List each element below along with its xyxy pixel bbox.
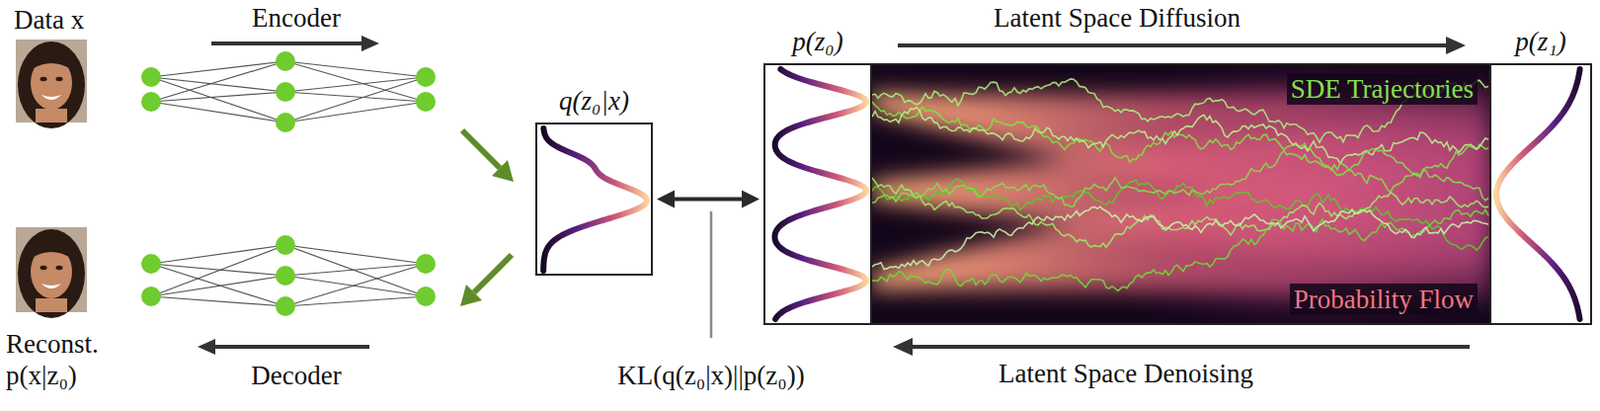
net-link [285,61,426,102]
neural-network [141,51,436,317]
neuron [275,112,296,133]
density-panel [872,63,1490,325]
density-curve [543,128,647,271]
panel-label: Probability Flow [1289,283,1478,316]
net-link [151,296,286,307]
latent-posterior-box: q(z₀|x) [535,122,653,276]
neuron [275,265,296,286]
denoising-arrow [892,337,1470,356]
sde-trajectory [872,149,1489,208]
net-link [285,296,426,307]
decoder-arrow [197,338,370,355]
image-label: Reconst. p(x|z₀) [5,327,117,393]
arrow-label: Latent Space Denoising [998,357,1254,390]
prior-box: p(z₀) [763,63,873,325]
net-link [285,244,426,264]
image-label: Data x [13,3,84,36]
encoder-arrow [211,35,380,52]
net-link [285,61,426,78]
net-link [151,244,286,297]
neuron [275,296,296,317]
diffusion-arrow [897,36,1466,55]
net-link [151,91,286,102]
neuron [275,51,296,72]
arrow-label: Decoder [250,359,341,392]
sde-trajectory [872,107,1489,164]
box-heading: p(z₁) [1515,25,1566,58]
net-link [151,275,286,297]
neuron [141,67,161,87]
double-arrow [656,190,760,209]
green-arrow [460,254,512,307]
net-link [151,77,286,123]
neuron [415,67,436,87]
box-heading: p(z₀) [792,25,843,58]
panel-label: SDE Trajectories [1286,73,1478,105]
net-link [285,101,426,123]
loss-label: KL(q(z₀|x)||p(z₀)) [617,359,804,392]
leader-line [710,211,714,338]
face-image [15,39,87,129]
neuron [275,235,296,255]
neuron [415,286,436,307]
diffusion-panel: SDE TrajectoriesProbability Flow [872,63,1490,325]
arrow-label: Latent Space Diffusion [993,1,1241,34]
net-link [285,263,426,307]
neuron [141,91,161,112]
net-link [151,61,286,102]
net-link [151,61,286,78]
net-link [151,101,286,123]
density-band [872,133,1490,300]
density-curve [775,69,868,320]
box-heading: q(z₀|x) [559,84,630,117]
arrow-label: Encoder [251,1,341,34]
net-link [285,77,426,123]
sde-trajectory [872,178,1489,250]
sde-trajectory [872,206,1489,269]
density-curve [1496,69,1581,320]
sde-trajectory [872,177,1489,247]
green-arrow [462,130,514,182]
net-link [151,244,286,264]
face-image [15,227,87,319]
net-link [285,275,426,297]
neuron [275,81,296,102]
neuron [141,286,161,307]
target-box: p(z₁) [1489,63,1593,325]
neuron [415,253,436,274]
neuron [141,253,161,274]
neuron [415,91,436,112]
